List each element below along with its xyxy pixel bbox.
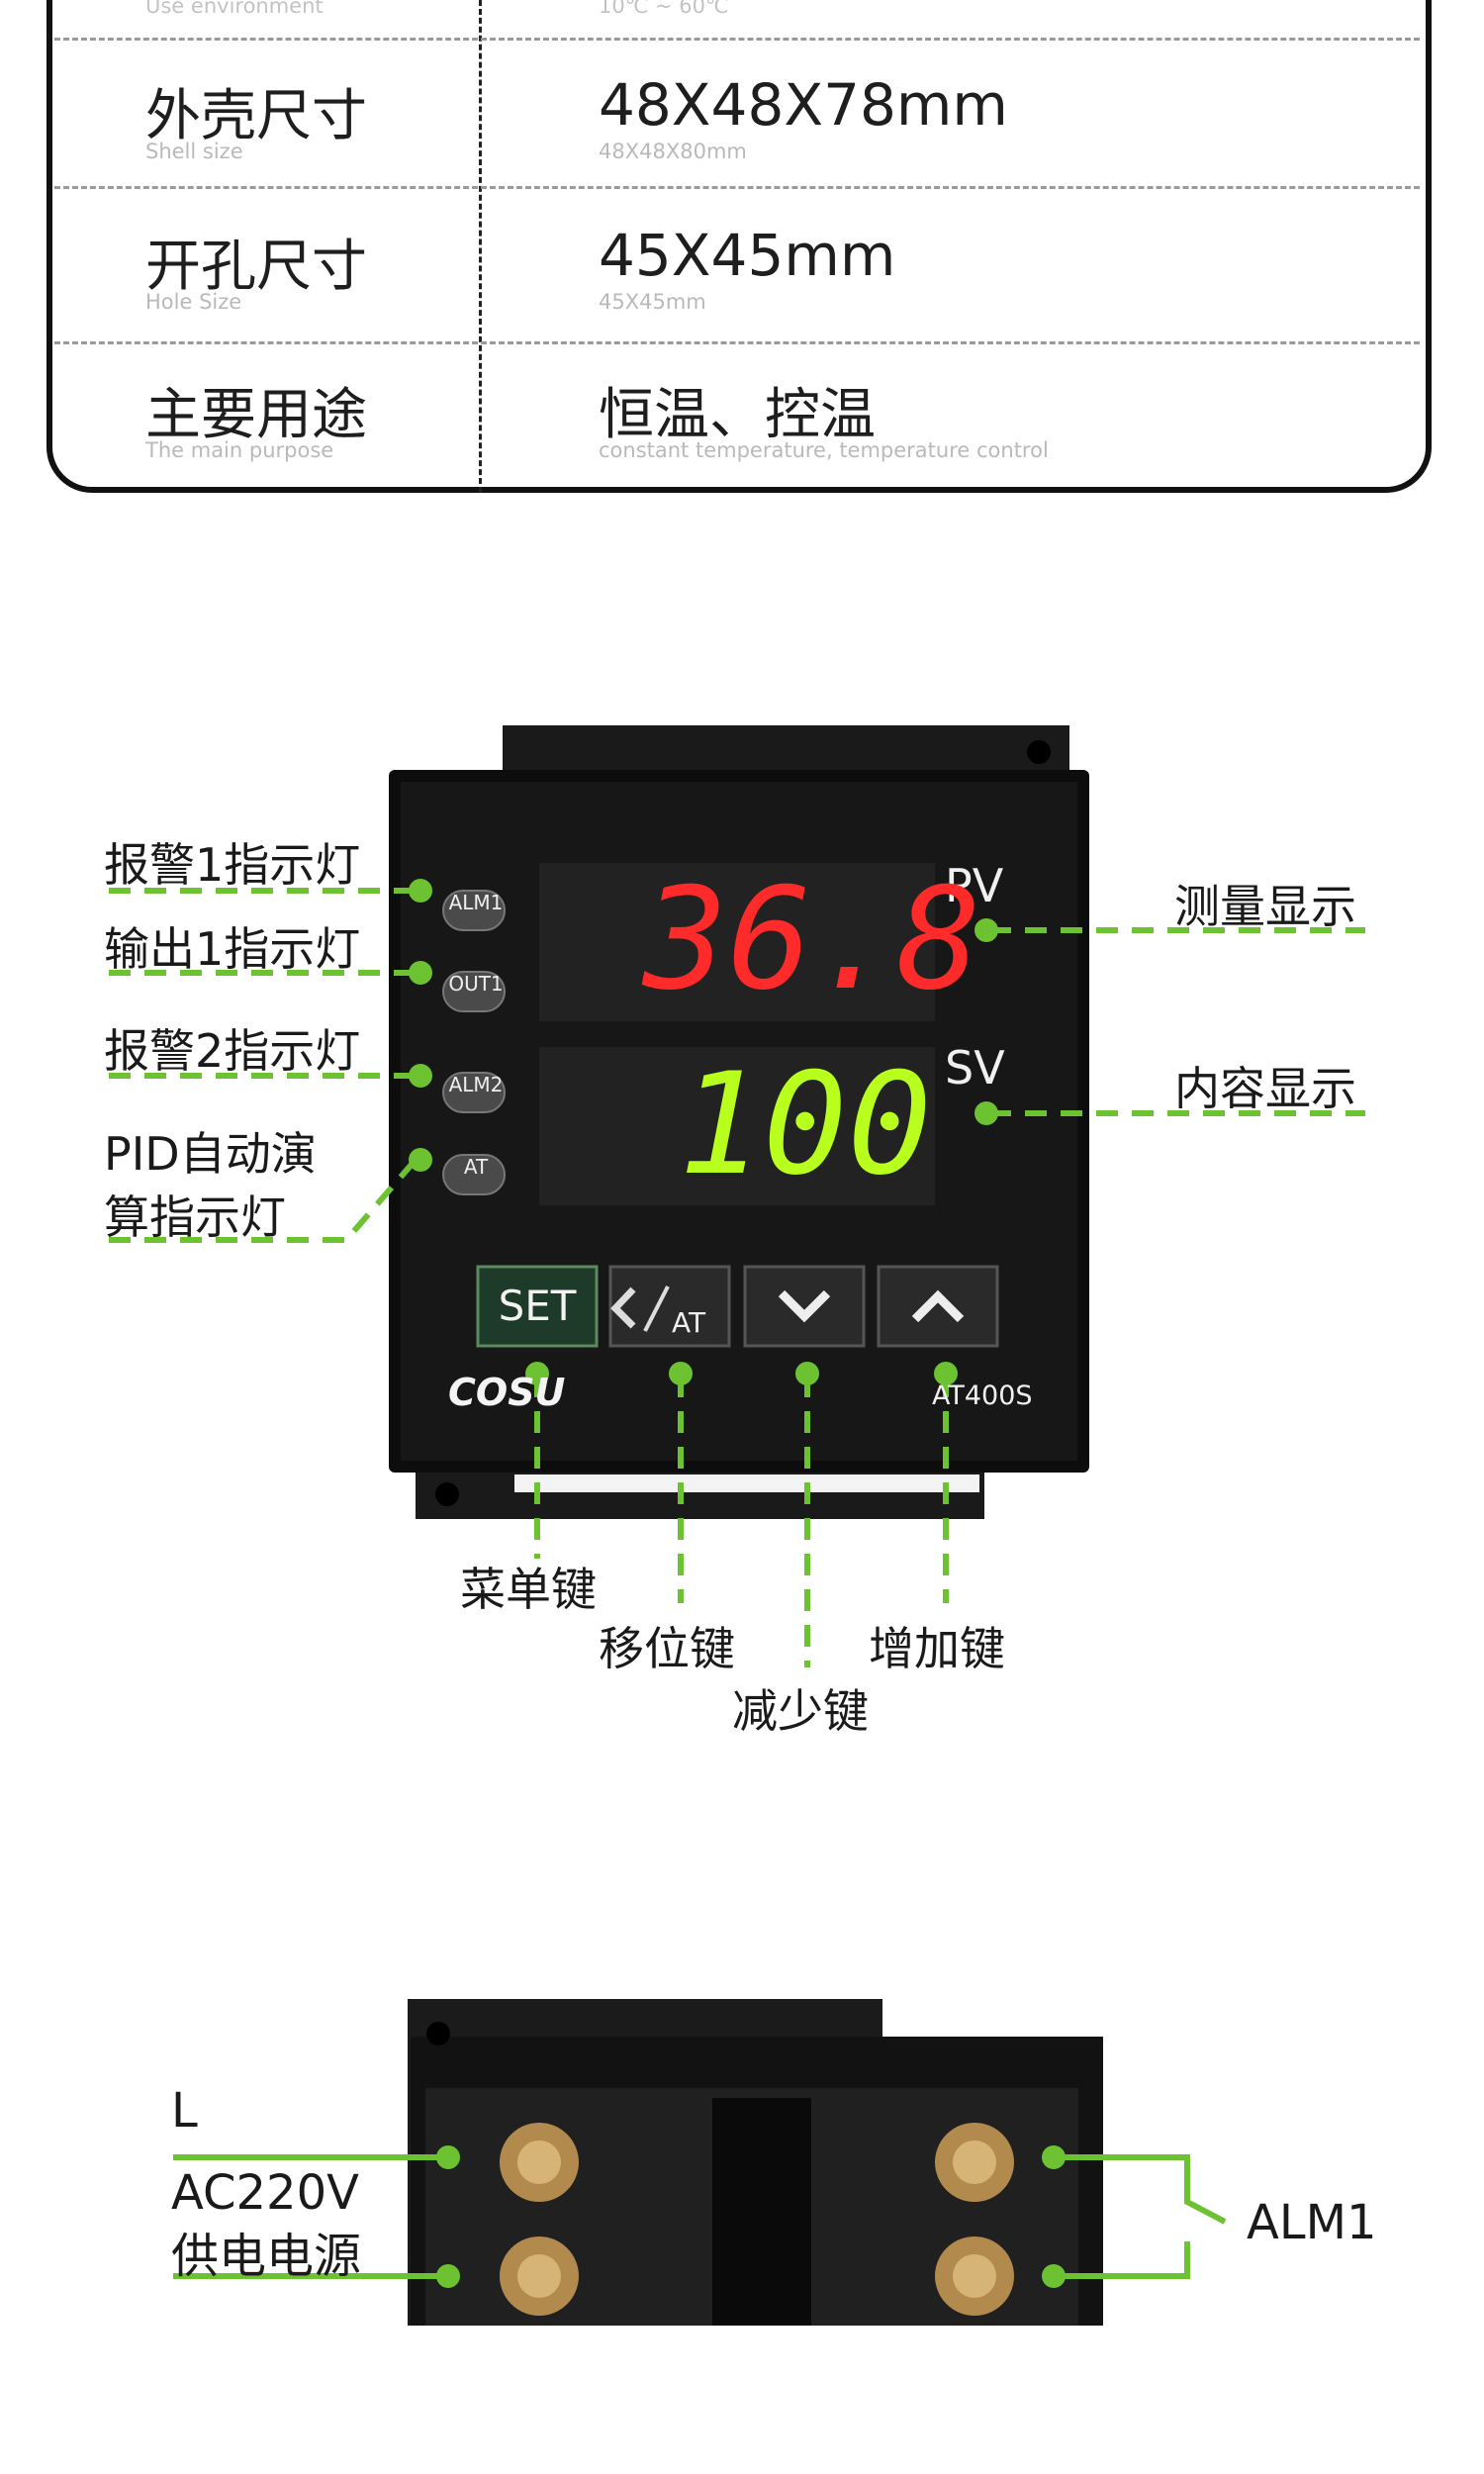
spec-value: 恒温、控温 bbox=[599, 383, 876, 447]
spec-label-cn: 主要用途 bbox=[145, 383, 367, 447]
row-divider bbox=[54, 341, 1420, 344]
model-label: AT400S bbox=[932, 1380, 1033, 1411]
alm2-led-label: ALM2 bbox=[448, 1073, 504, 1096]
at-led-label: AT bbox=[463, 1155, 489, 1179]
spec-value: 45X45mm bbox=[599, 222, 896, 289]
spec-table bbox=[46, 0, 1432, 493]
shift-slash bbox=[643, 1285, 670, 1332]
shift-arrow bbox=[610, 1286, 636, 1329]
sv-label: SV bbox=[945, 1041, 1005, 1094]
up-arrow bbox=[911, 1289, 965, 1323]
alm2-led bbox=[442, 1072, 506, 1113]
callout-lines bbox=[109, 888, 1365, 1667]
down-arrow bbox=[778, 1289, 831, 1323]
callout-up-key: 增加键 bbox=[869, 1622, 1005, 1675]
alm1-led-label: ALM1 bbox=[448, 891, 504, 914]
brand-logo: COSU bbox=[448, 1371, 566, 1414]
callout-sv-display: 内容显示 bbox=[1174, 1062, 1356, 1115]
out1-led-label: OUT1 bbox=[448, 972, 504, 996]
spec-label-en: Shell size bbox=[145, 140, 243, 163]
housing-screw bbox=[426, 2022, 450, 2046]
callout-down-key: 减少键 bbox=[732, 1684, 869, 1738]
spec-label-en: Hole Size bbox=[145, 290, 242, 314]
wiring-l-label: L bbox=[171, 2083, 198, 2139]
up-button-shape bbox=[877, 1265, 999, 1348]
row-divider bbox=[54, 38, 1420, 41]
wiring-lines bbox=[173, 2154, 1227, 2279]
spec-value: 48X48X78mm bbox=[599, 71, 1008, 139]
row-divider bbox=[54, 186, 1420, 189]
controller-illustration bbox=[109, 725, 1365, 1667]
callout-pv-display: 测量显示 bbox=[1174, 880, 1356, 933]
shift-button-shape bbox=[608, 1265, 731, 1348]
shift-at-button[interactable]: AT bbox=[610, 1267, 729, 1346]
terminal-divider bbox=[712, 2098, 811, 2326]
alm1-led bbox=[442, 890, 506, 931]
callout-menu-key: 菜单键 bbox=[460, 1563, 597, 1616]
callout-dots bbox=[409, 879, 998, 1385]
wiring-power-line1: AC220V bbox=[171, 2165, 359, 2221]
indicator-leds bbox=[442, 890, 506, 1195]
spec-label-en: Use environment bbox=[145, 0, 324, 18]
out1-led bbox=[442, 971, 506, 1012]
shift-at-label: AT bbox=[672, 1306, 706, 1339]
terminal-screws bbox=[500, 2123, 1014, 2316]
callout-alm1: 报警1指示灯 bbox=[104, 838, 361, 892]
at-led bbox=[442, 1154, 506, 1195]
callout-alm2: 报警2指示灯 bbox=[104, 1024, 361, 1078]
callout-out1: 输出1指示灯 bbox=[104, 922, 361, 976]
set-button-shape bbox=[476, 1265, 599, 1348]
sv-value-display: 100 bbox=[678, 1043, 932, 1206]
callout-pid-line1: PID自动演 bbox=[104, 1127, 317, 1181]
bracket-screw bbox=[435, 1482, 459, 1506]
sv-display-window bbox=[539, 1047, 935, 1205]
pv-label: PV bbox=[945, 859, 1004, 912]
column-divider bbox=[479, 0, 482, 493]
spec-value-sub: 45X45mm bbox=[599, 290, 706, 314]
spec-label-cn: 外壳尺寸 bbox=[145, 84, 367, 148]
pv-value-display: 36.8 bbox=[643, 858, 981, 1021]
bracket-screw bbox=[1027, 740, 1051, 764]
spec-value-sub: 10℃ ~ 60℃ bbox=[599, 0, 729, 18]
down-button-shape bbox=[743, 1265, 866, 1348]
up-button[interactable] bbox=[879, 1267, 997, 1346]
callout-shift-key: 移位键 bbox=[599, 1622, 735, 1675]
callout-pid-line2: 算指示灯 bbox=[104, 1190, 286, 1244]
bracket-slot bbox=[514, 1475, 979, 1492]
down-button[interactable] bbox=[745, 1267, 864, 1346]
wiring-power-line2: 供电电源 bbox=[171, 2229, 362, 2284]
spec-value-sub: constant temperature, temperature contro… bbox=[599, 438, 1049, 462]
spec-label-cn: 开孔尺寸 bbox=[145, 235, 367, 299]
wiring-alm1-label: ALM1 bbox=[1247, 2195, 1377, 2250]
pv-display-window bbox=[539, 863, 935, 1021]
spec-value-sub: 48X48X80mm bbox=[599, 140, 747, 163]
spec-label-en: The main purpose bbox=[145, 438, 334, 462]
terminal-illustration bbox=[173, 1999, 1227, 2326]
wiring-dots bbox=[436, 2145, 1066, 2288]
set-button[interactable]: SET bbox=[498, 1282, 577, 1330]
